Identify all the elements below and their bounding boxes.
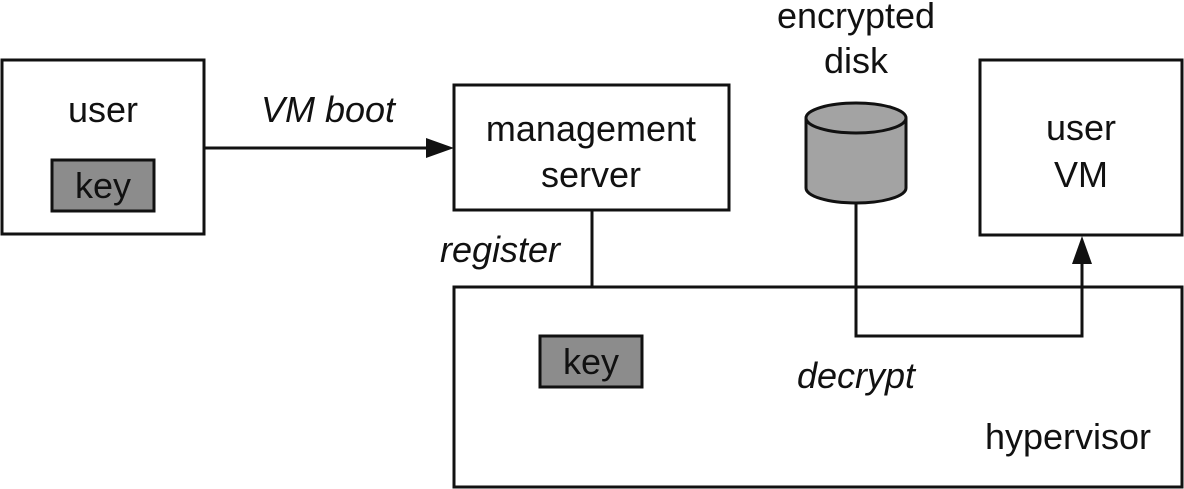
- user-vm-label-line1: user: [1046, 107, 1116, 148]
- vm-boot-arrowhead: [426, 138, 454, 158]
- decrypt-edge: decrypt: [797, 203, 1092, 396]
- management-server-label-line2: server: [541, 154, 641, 195]
- hypervisor-key-box: [538, 334, 644, 389]
- user-label: user: [68, 89, 138, 130]
- user-vm-box: [978, 58, 1184, 237]
- encrypted-disk-node: encrypted disk: [777, 0, 935, 205]
- hypervisor-label: hypervisor: [985, 416, 1151, 457]
- vm-boot-label: VM boot: [261, 89, 397, 130]
- hypervisor-key-label: key: [563, 341, 619, 382]
- encrypted-disk-label-line1: encrypted: [777, 0, 935, 36]
- management-server-node: management server: [452, 83, 731, 212]
- hypervisor-node: key hypervisor: [452, 285, 1184, 489]
- decrypt-path-line: [854, 203, 1084, 338]
- management-server-label-line1: management: [486, 108, 696, 149]
- decrypt-arrowhead: [1072, 236, 1092, 264]
- disk-cylinder-icon: [804, 118, 908, 205]
- encrypted-disk-label-line2: disk: [824, 40, 889, 81]
- user-key-label: key: [75, 165, 131, 206]
- user-key-box: [50, 158, 156, 213]
- user-vm-label-line2: VM: [1054, 154, 1108, 195]
- decrypt-label: decrypt: [797, 355, 917, 396]
- register-label: register: [440, 229, 562, 270]
- disk-cylinder-top: [804, 101, 908, 135]
- vm-boot-edge: VM boot: [204, 89, 454, 158]
- user-node: user key: [0, 58, 206, 236]
- user-vm-node: user VM: [978, 58, 1184, 237]
